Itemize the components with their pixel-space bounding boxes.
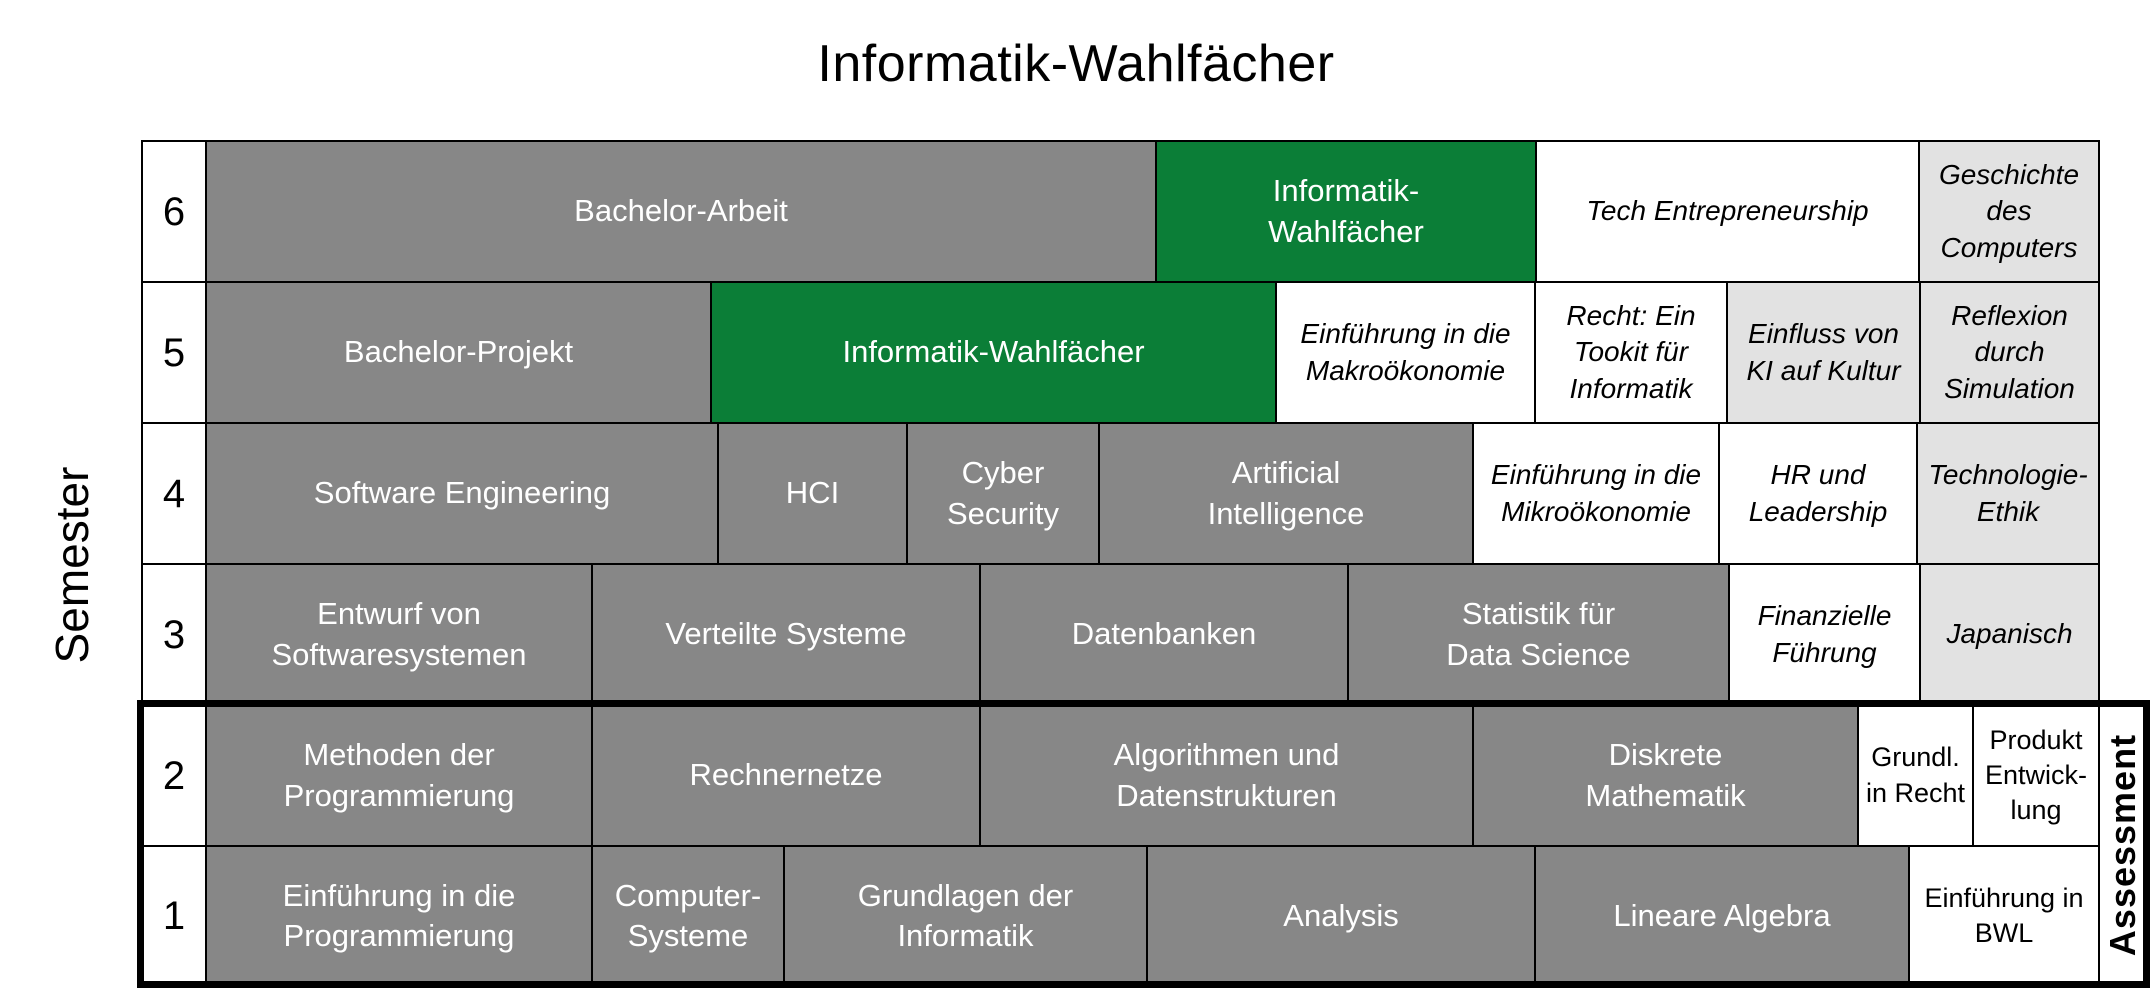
course-cell-bachelor-arbeit: Bachelor-Arbeit <box>205 140 1157 283</box>
course-cell-informatik-wahlfaecher-6: Informatik- Wahlfächer <box>1155 140 1537 283</box>
course-cell-grundlagen-recht: Grundl. in Recht <box>1857 704 1974 847</box>
course-cell-makrooekonomie: Einführung in die Makroökonomie <box>1275 281 1536 424</box>
course-cell-mikrooekonomie: Einführung in die Mikroökonomie <box>1472 422 1720 565</box>
page-title: Informatik-Wahlfächer <box>817 35 1335 93</box>
semester-number-2: 2 <box>141 704 207 847</box>
course-cell-entwurf-softwaresysteme: Entwurf von Softwaresystemen <box>205 563 593 706</box>
course-cell-produkt-entwicklung: Produkt Entwick- lung <box>1972 704 2100 847</box>
course-cell-cyber-security: Cyber Security <box>906 422 1100 565</box>
course-cell-tech-entrepreneurship: Tech Entrepreneurship <box>1535 140 1920 283</box>
course-cell-informatik-wahlfaecher-5: Informatik-Wahlfächer <box>710 281 1277 424</box>
course-cell-hci: HCI <box>717 422 908 565</box>
course-cell-reflexion-simulation: Reflexion durch Simulation <box>1919 281 2100 424</box>
course-cell-analysis: Analysis <box>1146 845 1536 987</box>
course-cell-einfluss-ki-kultur: Einfluss von KI auf Kultur <box>1726 281 1921 424</box>
course-cell-verteilte-systeme: Verteilte Systeme <box>591 563 981 706</box>
course-cell-methoden-programmierung: Methoden der Programmierung <box>205 704 593 847</box>
course-cell-bachelor-projekt: Bachelor-Projekt <box>205 281 712 424</box>
course-cell-datenbanken: Datenbanken <box>979 563 1349 706</box>
course-cell-diskrete-mathematik: Diskrete Mathematik <box>1472 704 1859 847</box>
course-cell-grundlagen-informatik: Grundlagen der Informatik <box>783 845 1148 987</box>
course-cell-computer-systeme: Computer- Systeme <box>591 845 785 987</box>
semester-number-4: 4 <box>141 422 207 565</box>
assessment-label: Assessment <box>2102 733 2143 957</box>
assessment-strip <box>2098 704 2147 987</box>
course-cell-statistik-data-science: Statistik für Data Science <box>1347 563 1730 706</box>
course-cell-rechnernetze: Rechnernetze <box>591 704 981 847</box>
course-cell-einfuehrung-programmierung: Einführung in die Programmierung <box>205 845 593 987</box>
course-cell-geschichte-des-computers: Geschichte des Computers <box>1918 140 2100 283</box>
course-cell-finanzielle-fuehrung: Finanzielle Führung <box>1728 563 1921 706</box>
course-cell-lineare-algebra: Lineare Algebra <box>1534 845 1910 987</box>
course-cell-software-engineering: Software Engineering <box>205 422 719 565</box>
semester-number-3: 3 <box>141 563 207 706</box>
semester-number-5: 5 <box>141 281 207 424</box>
semester-number-6: 6 <box>141 140 207 283</box>
course-cell-technologie-ethik: Technologie- Ethik <box>1916 422 2100 565</box>
course-cell-hr-leadership: HR und Leadership <box>1718 422 1918 565</box>
semester-number-1: 1 <box>141 845 207 987</box>
course-cell-artificial-intelligence: Artificial Intelligence <box>1098 422 1474 565</box>
course-cell-einfuehrung-bwl: Einführung in BWL <box>1908 845 2100 987</box>
semester-axis-label: Semester <box>46 466 98 664</box>
course-cell-japanisch: Japanisch <box>1919 563 2100 706</box>
course-cell-algorithmen-datenstrukturen: Algorithmen und Datenstrukturen <box>979 704 1474 847</box>
course-cell-recht-tookit: Recht: Ein Tookit für Informatik <box>1534 281 1728 424</box>
